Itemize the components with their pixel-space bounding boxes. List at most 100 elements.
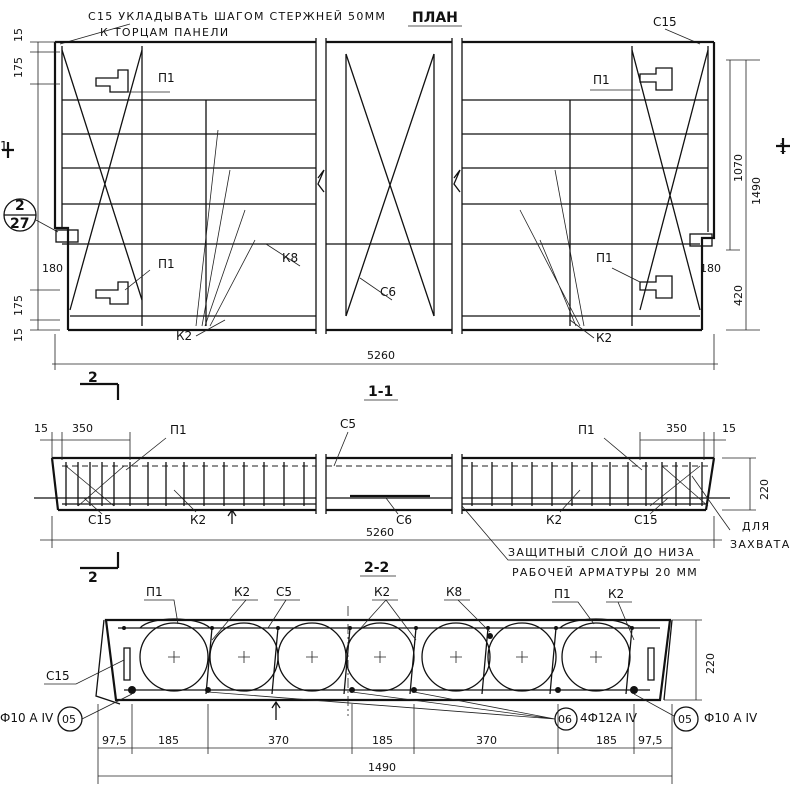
section2-bar-mid-leaders (207, 691, 556, 720)
section1-dim-350-right: 350 (666, 422, 687, 435)
section1-dim-350-left: 350 (72, 422, 93, 435)
section1-dim-220: 220 (758, 479, 771, 500)
bar-dot (630, 626, 634, 630)
plan-dim-175-bottom: 175 (12, 295, 25, 316)
section2-side-chamfers (95, 619, 673, 705)
plan-right-dimension-lines (726, 59, 760, 331)
bar-dot (276, 626, 280, 630)
section2-arrow-marker (271, 700, 281, 720)
section1-p1-leader-right (603, 437, 643, 471)
section1-label-k2-left: К2 (190, 513, 206, 527)
section1-label-c15-right: С15 (634, 513, 658, 527)
section1-dim-line-total (40, 516, 722, 548)
section1-cover-leader (461, 505, 700, 561)
plan-x-bracing-middle (345, 53, 435, 317)
section2-label-p1-left: П1 (146, 585, 163, 599)
section1-title: 1-1 (368, 384, 393, 400)
section1-k2-leader-right (559, 489, 581, 513)
bar-dot (414, 626, 418, 630)
plan-section-mark-left (2, 142, 14, 158)
bar-dot (349, 687, 355, 693)
plan-label-c6: С6 (380, 285, 396, 299)
section1-end-edges (50, 457, 716, 511)
plan-x-bracing-right (631, 49, 709, 311)
section2-dim-185-3: 185 (596, 734, 617, 747)
section1-c15-leader-left (83, 497, 103, 515)
section1-p1-leader-left (125, 437, 167, 471)
plan-loop-p1-bottom-left (95, 281, 129, 305)
plan-k2-leader-right (569, 319, 595, 339)
section2-bar-left-leader (81, 693, 133, 720)
section2-c15-leader (44, 659, 125, 685)
plan-break-lines (315, 38, 463, 334)
bar-dot (555, 687, 561, 693)
plan-label-p1-top-left: П1 (158, 71, 175, 85)
plan-p1-leader-bl (124, 269, 151, 291)
section1-label-p1-right: П1 (578, 423, 595, 437)
bar-dot (205, 687, 211, 693)
bar-dot (210, 626, 214, 630)
section1-dim-line-left (40, 432, 131, 460)
plan-dim-180-right: 180 (700, 262, 721, 275)
bar-dot (122, 626, 126, 630)
plan-section-mark-right-label: 1 (779, 141, 787, 155)
section2-outline (104, 618, 672, 702)
section1-dim-15-left: 15 (34, 422, 48, 435)
section2-grip-slots (123, 647, 655, 681)
plan-right-edge (700, 42, 716, 330)
section2-bar-mid-pos: 06 (558, 713, 572, 726)
section1-end-diagonals (65, 465, 709, 507)
section2-dim-370-1: 370 (268, 734, 289, 747)
plan-dim-420: 420 (732, 285, 745, 306)
section2-title: 2-2 (364, 560, 389, 576)
section1-stirrups-right (471, 462, 703, 506)
plan-loop-p1-bottom-right (639, 275, 673, 299)
bar-dot (630, 686, 638, 694)
section2-p1-leader-left (144, 599, 179, 625)
section2-k8-leader (444, 599, 491, 633)
section2-dim-220: 220 (704, 653, 717, 674)
section1-note-cover-1: ЗАЩИТНЫЙ СЛОЙ ДО НИЗА (508, 546, 695, 559)
plan-dim-total: 5260 (367, 349, 395, 362)
plan-k2-fan-right (519, 169, 585, 327)
section2-k2-frames (205, 627, 633, 695)
section2-label-k2-3: К2 (608, 587, 624, 601)
bar-dot (411, 687, 417, 693)
plan-dim-1490: 1490 (750, 177, 763, 205)
plan-c6-leader (359, 277, 393, 301)
section1-break-lines (315, 454, 463, 514)
section2-mark-bottom (80, 552, 120, 570)
bar-dot (486, 626, 490, 630)
section2-dim-97-5-right: 97,5 (638, 734, 663, 747)
section1-c5-leader (333, 431, 349, 467)
section1-label-c5: С5 (340, 417, 356, 431)
section1-note-grip-1: ДЛЯ (742, 520, 770, 533)
plan-section-mark-left-label: 1 (0, 139, 8, 153)
plan-label-p1-bottom-right: П1 (596, 251, 613, 265)
section1-dim-total: 5260 (366, 526, 394, 539)
section2-dim-185-2: 185 (372, 734, 393, 747)
section2-bar-right-leader (633, 693, 675, 717)
section2-label-k2-1: К2 (234, 585, 250, 599)
plan-end-frame-left (61, 46, 143, 326)
section2-mark-top-label: 2 (88, 370, 98, 386)
void-5 (421, 622, 491, 692)
plan-label-c15-right: С15 (653, 15, 677, 29)
section2-mark-top (80, 382, 120, 400)
plan-end-frame-right (631, 46, 709, 326)
section1-label-c6: С6 (396, 513, 412, 527)
bar-dot (554, 626, 558, 630)
section-1-1: 1-1 2 2 15 350 350 15 220 П1 П1 (34, 370, 789, 586)
plan-p1-leader-br (611, 267, 641, 283)
section2-label-c15: С15 (46, 669, 70, 683)
plan-left-dimension-lines (30, 41, 60, 331)
plan-k8-leader (265, 243, 301, 267)
section1-grip-leader (691, 475, 731, 531)
section2-height-dim-line (664, 619, 702, 701)
section-2-2: 2-2 (0, 560, 758, 784)
section1-label-c15-left: С15 (88, 513, 112, 527)
plan-label-k8: К8 (282, 251, 298, 265)
section2-bar-mid: 4Ф12А IV (580, 711, 638, 725)
section1-stirrups-left (65, 462, 305, 506)
